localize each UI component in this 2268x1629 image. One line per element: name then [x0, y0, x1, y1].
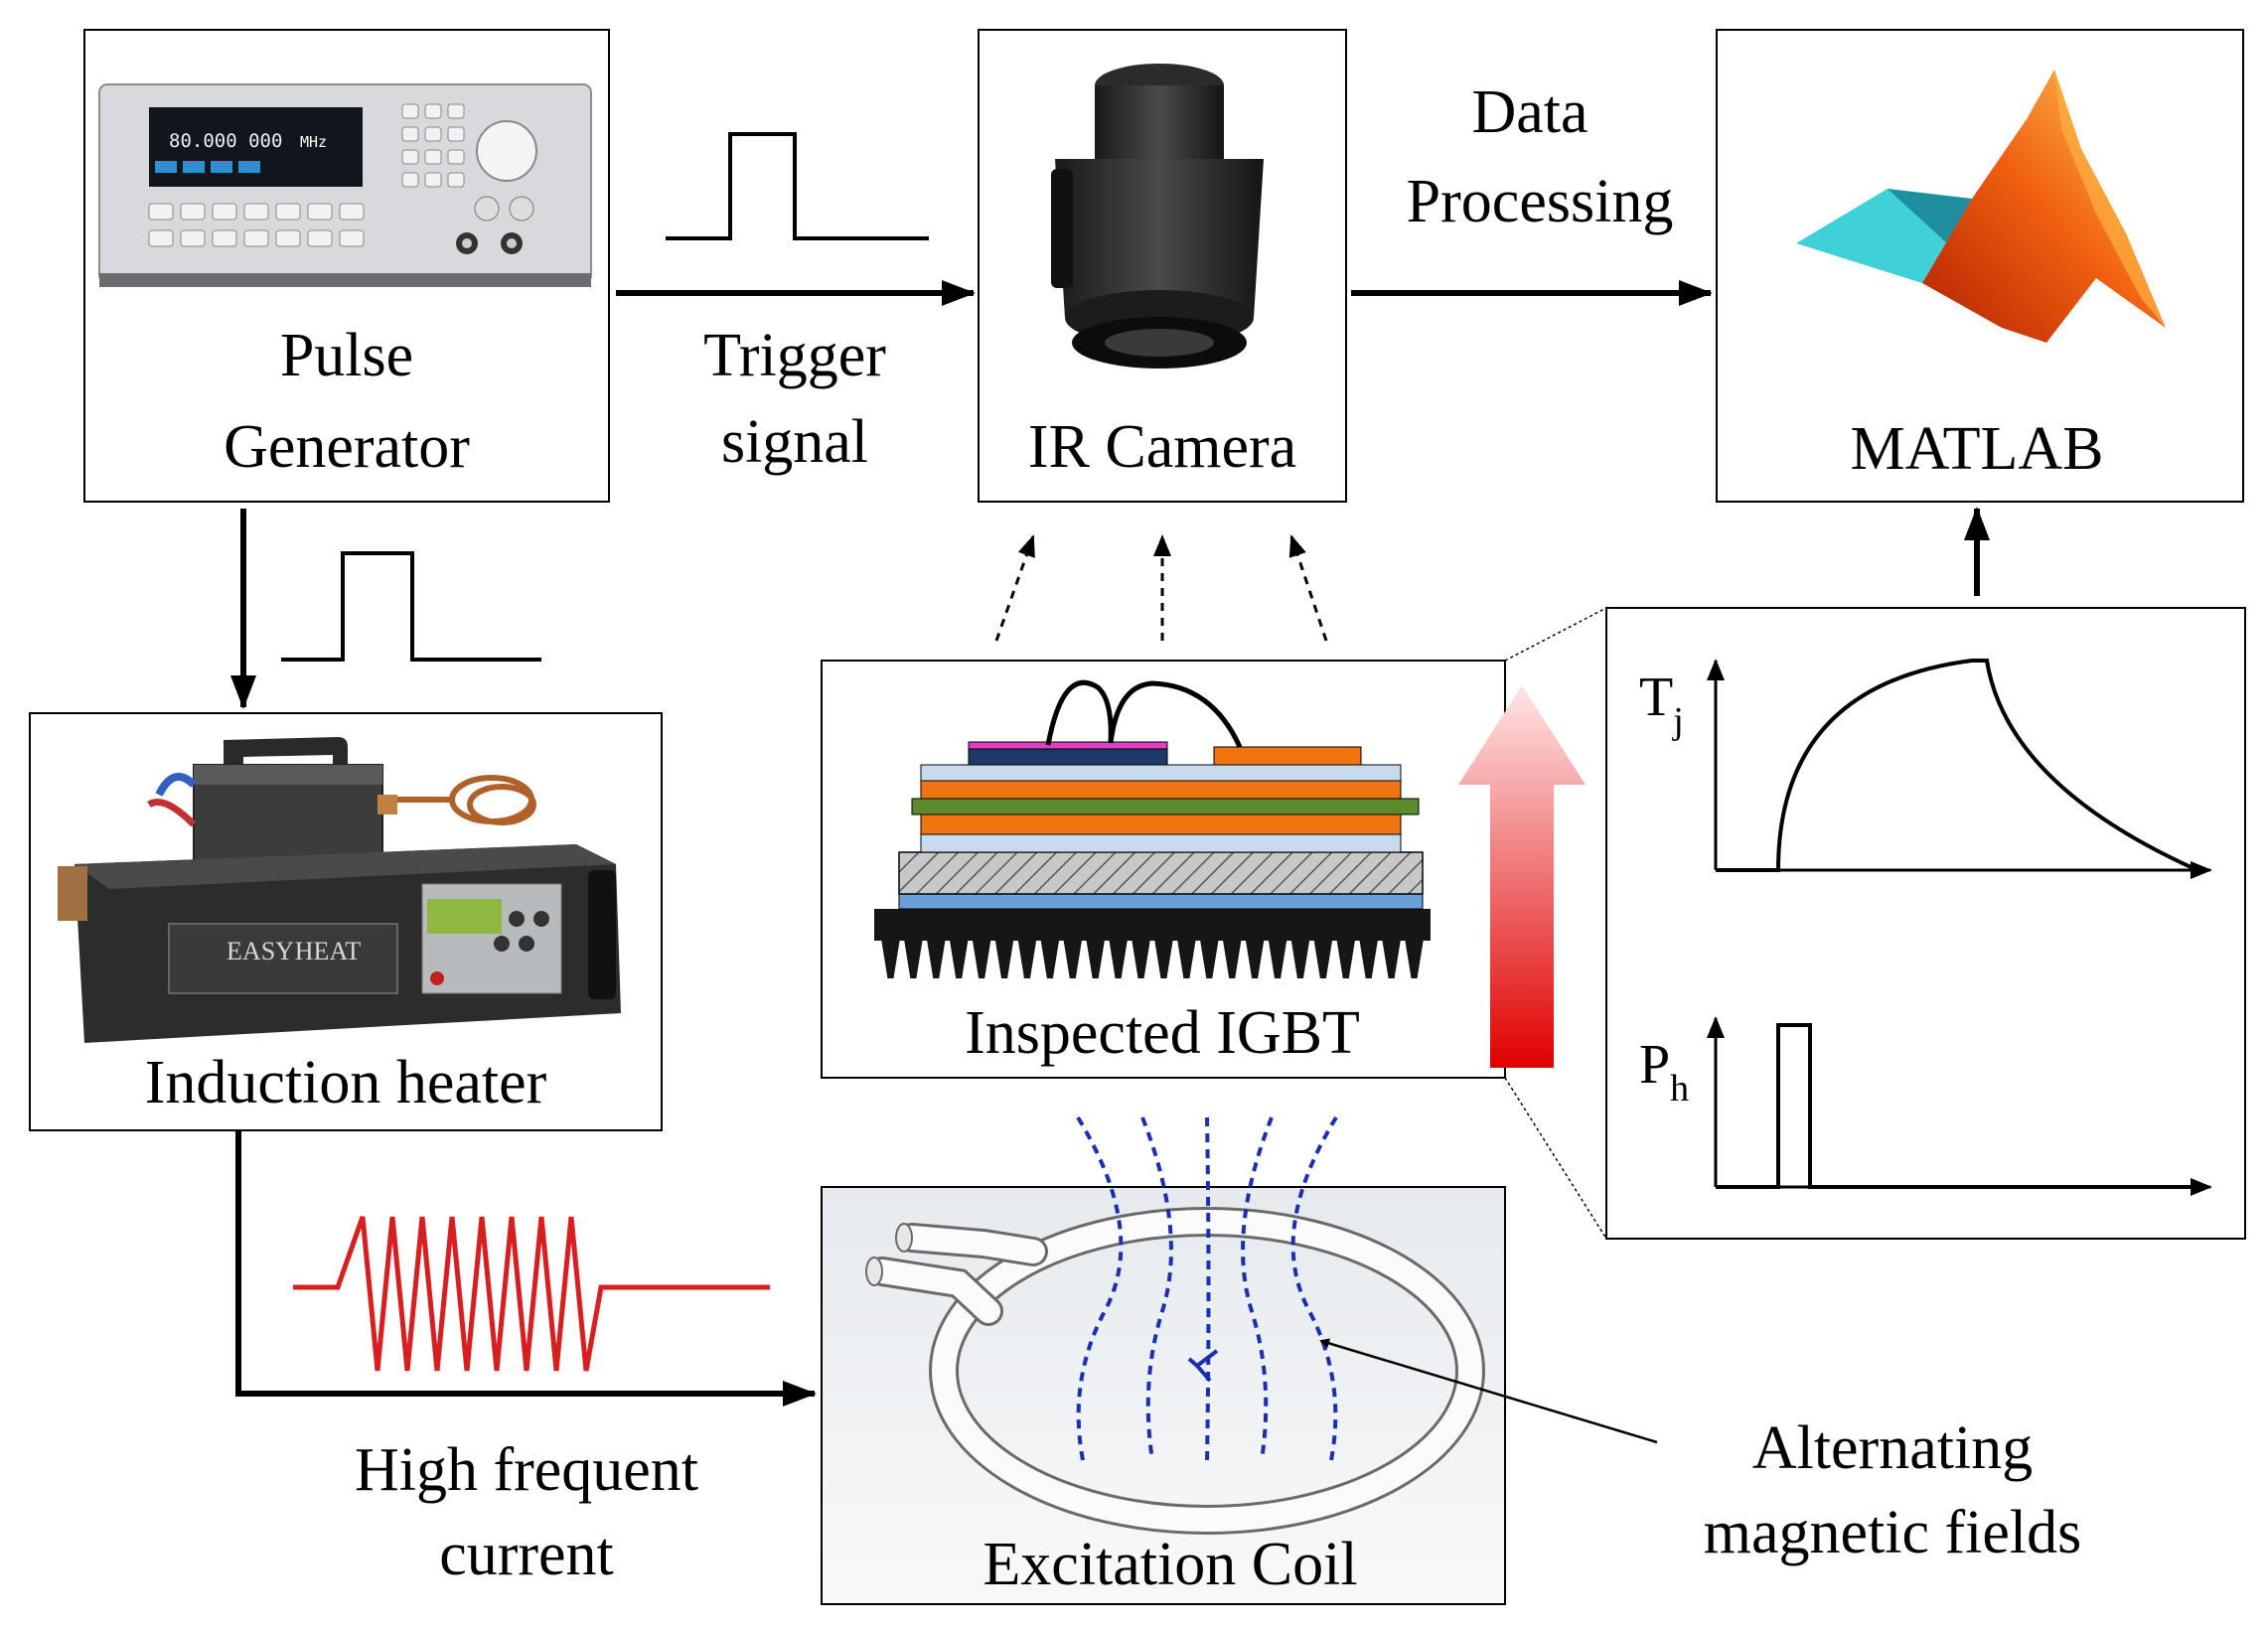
heatsink-fin [949, 939, 969, 978]
induction-heater-label: Induction heater [145, 1049, 547, 1116]
tj-axis-subscript: j [1671, 700, 1684, 742]
heatsink-fin [1199, 939, 1219, 978]
data-label-line1: Data [1471, 78, 1588, 146]
heatsink-fin [1290, 939, 1310, 978]
ph-axis-subscript: h [1670, 1068, 1689, 1110]
heater-to-coil-connection: High frequent current [235, 1130, 817, 1588]
matlab-block: MATLAB [1716, 29, 2244, 503]
heatsink-fin [1405, 939, 1424, 978]
ir-camera-image [1051, 64, 1264, 369]
heatsink-fin [1132, 939, 1150, 978]
heatsink-fin [1382, 939, 1402, 978]
tj-axis-symbol: T [1639, 666, 1673, 728]
ph-pulse [1716, 1023, 2200, 1189]
trigger-signal-connection: Trigger signal [616, 132, 976, 476]
current-label-line1: High frequent [355, 1436, 698, 1504]
zoom-line-bottom [1504, 1077, 1607, 1240]
igbt-block: Inspected IGBT [821, 660, 1506, 1079]
heatsink-fin [1086, 939, 1106, 978]
heatsink-fin [972, 939, 991, 978]
matlab-logo-image [1796, 70, 2166, 343]
svg-text:Tj: Tj [1639, 666, 1684, 742]
ph-plot: Ph [1639, 1016, 2212, 1196]
trigger-pulse-waveform [666, 132, 929, 240]
tj-curve [1716, 659, 2198, 872]
heatsink-fin [994, 939, 1014, 978]
zoom-line-top [1504, 607, 1607, 662]
hf-current-waveform [293, 1216, 770, 1372]
data-label-line2: Processing [1407, 168, 1674, 235]
igbt-to-camera-radiation [994, 534, 1328, 642]
induction-heater-block: EASY HEAT Induction heater [29, 712, 663, 1131]
data-processing-connection: Data Processing [1351, 78, 1713, 306]
excitation-coil-block: Excitation Coil [821, 1186, 1506, 1605]
heatsink-fin [1154, 939, 1173, 978]
matlab-label: MATLAB [1851, 415, 2104, 483]
heatsink-fin [881, 939, 900, 978]
heater-brand-easy: EASY [227, 937, 294, 965]
function-generator-image: 80.000 000 MHz [98, 83, 592, 287]
heater-brand-heat: HEAT [295, 937, 362, 965]
heatsink-fin [1063, 939, 1083, 978]
heatsink-fin [1040, 939, 1060, 978]
trigger-label-line2: signal [721, 408, 868, 476]
trigger-label-line1: Trigger [703, 322, 886, 389]
heatsink-fin [903, 939, 923, 978]
ir-camera-label: IR Camera [1028, 413, 1296, 481]
current-label-line2: current [439, 1521, 614, 1588]
magnetic-field-annotation: Alternating magnetic fields [1319, 1338, 2081, 1566]
heatsink-fin [1336, 939, 1356, 978]
excitation-coil-label: Excitation Coil [983, 1531, 1357, 1598]
svg-text:Ph: Ph [1639, 1034, 1689, 1110]
generator-display-value: 80.000 000 [169, 130, 282, 152]
induction-heater-image: EASY HEAT [58, 737, 621, 1043]
ir-camera-block: IR Camera [978, 29, 1347, 503]
generator-to-heater-connection [230, 509, 541, 709]
heatsink-fins [881, 939, 1424, 978]
generator-display-unit: MHz [300, 133, 327, 151]
heater-pulse-waveform [281, 551, 541, 662]
plots-panel: Tj Ph [1504, 607, 2246, 1240]
igbt-layer-stack [874, 679, 1431, 978]
fields-label-line1: Alternating [1752, 1414, 2033, 1482]
heatsink-fin [1176, 939, 1196, 978]
pulse-generator-block: 80.000 000 MHz Pulse Generator [83, 29, 610, 503]
heatsink-fin [926, 939, 946, 978]
heatsink-fin [1109, 939, 1129, 978]
pulse-generator-label-line2: Generator [224, 413, 470, 481]
tj-plot: Tj [1639, 659, 2212, 879]
magnetic-field-lines [1076, 1115, 1338, 1461]
pulse-generator-label-line1: Pulse [280, 322, 413, 389]
heatsink-fin [1245, 939, 1265, 978]
heatsink-fin [1017, 939, 1037, 978]
heatsink-fin [1313, 939, 1333, 978]
heatsink-fin [1222, 939, 1242, 978]
ph-axis-symbol: P [1639, 1034, 1670, 1096]
igbt-label: Inspected IGBT [965, 999, 1360, 1067]
fields-label-line2: magnetic fields [1704, 1499, 2081, 1566]
heatsink-fin [1268, 939, 1287, 978]
heat-flow-arrow [1458, 685, 1586, 1068]
heatsink-fin [1359, 939, 1379, 978]
